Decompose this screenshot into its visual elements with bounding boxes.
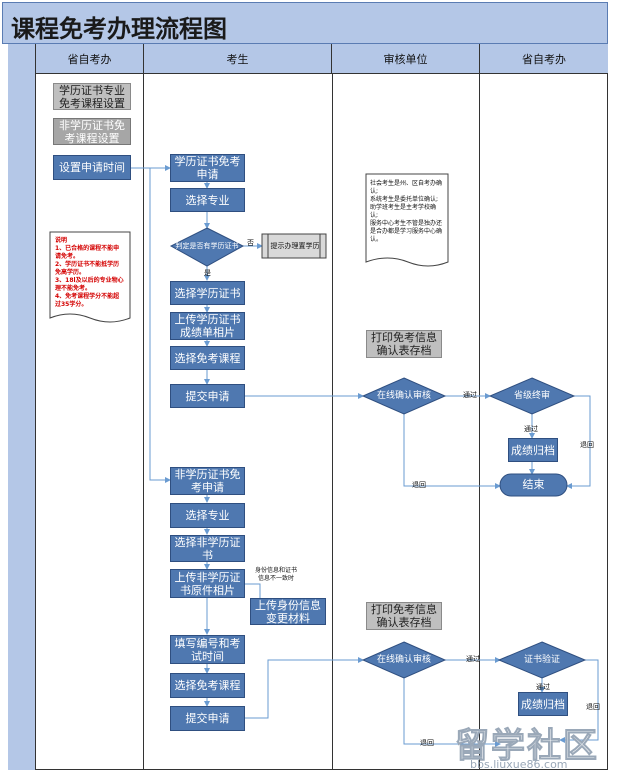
submit-application-1: 提交申请 xyxy=(170,384,245,408)
upload-id-change: 上传身份信息变更材料 xyxy=(250,598,326,625)
review-note-line: 服务中心考生不管是独办还是合办都是学习服务中心确认。 xyxy=(370,220,443,243)
yes-label: 是 xyxy=(204,269,211,277)
watermark-url: bbs.liuxue86.com xyxy=(470,758,568,771)
decision-certificate-verify xyxy=(497,641,587,679)
upload-degree-photos: 上传学历证书成绩单相片 xyxy=(170,312,245,340)
left-note-shape xyxy=(49,231,131,323)
submit-application-2: 提交申请 xyxy=(170,706,245,731)
side-bar xyxy=(8,44,36,770)
back-label-1: 退回 xyxy=(412,481,426,489)
decision-has-certificate-label: 判定是否有学历证书 xyxy=(175,242,239,250)
back-label-verify: 退回 xyxy=(586,703,600,711)
remind-label: 提示办理置学历 xyxy=(270,241,320,250)
upload-nondegree-photos: 上传非学历证书原件相片 xyxy=(170,569,245,598)
archive-scores-2: 成绩归档 xyxy=(518,692,568,716)
lane-header-review-unit: 审核单位 xyxy=(332,44,480,74)
certificate-verify-label: 证书验证 xyxy=(523,655,560,665)
review-note: 社会考生是州、区自考办确认; 系统考生是委托单位确认; 助学班考生是主考学校确认… xyxy=(367,177,447,257)
decision-online-review-1 xyxy=(361,377,447,415)
decision-has-certificate xyxy=(169,227,245,267)
review-note-shape xyxy=(365,173,449,267)
pass-label-verify: 通过 xyxy=(536,683,550,691)
decision-online-review-2 xyxy=(361,641,447,679)
online-review-2-label: 在线确认审核 xyxy=(376,655,431,665)
review-note-line: 社会考生是州、区自考办确认; xyxy=(370,180,443,195)
lane-divider xyxy=(332,74,333,770)
select-major-1: 选择专业 xyxy=(170,188,245,212)
print-confirmation-2: 打印免考信息确认表存档 xyxy=(366,602,442,630)
degree-exempt-apply: 学历证书免考申请 xyxy=(170,154,245,182)
fill-number-and-time: 填写编号和考试时间 xyxy=(170,635,245,664)
end-terminator xyxy=(499,473,568,497)
back-label-2: 退回 xyxy=(420,739,434,747)
nondegree-exempt-course-setup: 非学历证书免考课程设置 xyxy=(53,118,131,145)
no-label: 否 xyxy=(247,239,254,247)
left-note: 说明 1、已合格的课程不能申请免考。 2、学历证书不能抵学历免高学历。 3、18… xyxy=(52,234,128,314)
note-line: 1、已合格的课程不能申请免考。 xyxy=(55,245,120,260)
watermark-logo: 留学社区 xyxy=(455,726,599,767)
end-label: 结束 xyxy=(522,478,545,491)
lane-divider xyxy=(479,74,480,770)
back-label-final: 退回 xyxy=(580,441,594,449)
note-line: 3、18l及以后的专业物心理不能免考。 xyxy=(55,277,124,292)
select-major-2: 选择专业 xyxy=(170,503,245,528)
final-review-label: 省级终审 xyxy=(513,391,550,401)
decision-final-review xyxy=(488,377,576,415)
note-line: 4、免考课程学分不能超过35学分。 xyxy=(55,293,120,308)
pass-label-final: 通过 xyxy=(524,425,538,433)
select-exempt-course-2: 选择免考课程 xyxy=(170,673,245,698)
archive-scores-1: 成绩归档 xyxy=(508,438,558,462)
review-note-line: 助学班考生是主考学校确认; xyxy=(370,204,437,219)
pass-label-1: 通过 xyxy=(463,391,477,399)
lane-header-student: 考生 xyxy=(144,44,332,74)
title-bar: 课程免考办理流程图 xyxy=(2,2,608,44)
nondegree-exempt-apply: 非学历证书免考申请 xyxy=(170,467,245,495)
review-note-line: 系统考生是委托单位确认; xyxy=(370,196,439,203)
select-degree-certificate: 选择学历证书 xyxy=(170,281,245,305)
page-title: 课程免考办理流程图 xyxy=(11,15,227,43)
note-title: 说明 xyxy=(55,237,68,244)
select-nondegree-certificate: 选择非学历证书 xyxy=(170,535,245,562)
pass-label-2: 通过 xyxy=(466,655,480,663)
note-line: 2、学历证书不能抵学历免高学历。 xyxy=(55,261,120,276)
set-application-time: 设置申请时间 xyxy=(53,155,131,180)
lane-header-provincial-office-2: 省自考办 xyxy=(480,44,608,74)
degree-exempt-course-setup: 学历证书专业免考课程设置 xyxy=(53,83,131,110)
id-mismatch-note: 身份信息和证书信息不一致时 xyxy=(254,567,297,582)
online-review-1-label: 在线确认审核 xyxy=(376,391,431,401)
print-confirmation-1: 打印免考信息确认表存档 xyxy=(366,330,442,358)
remind-box xyxy=(261,233,327,259)
select-exempt-course-1: 选择免考课程 xyxy=(170,346,245,370)
lane-divider xyxy=(143,74,144,770)
lane-header-provincial-office-1: 省自考办 xyxy=(36,44,144,74)
